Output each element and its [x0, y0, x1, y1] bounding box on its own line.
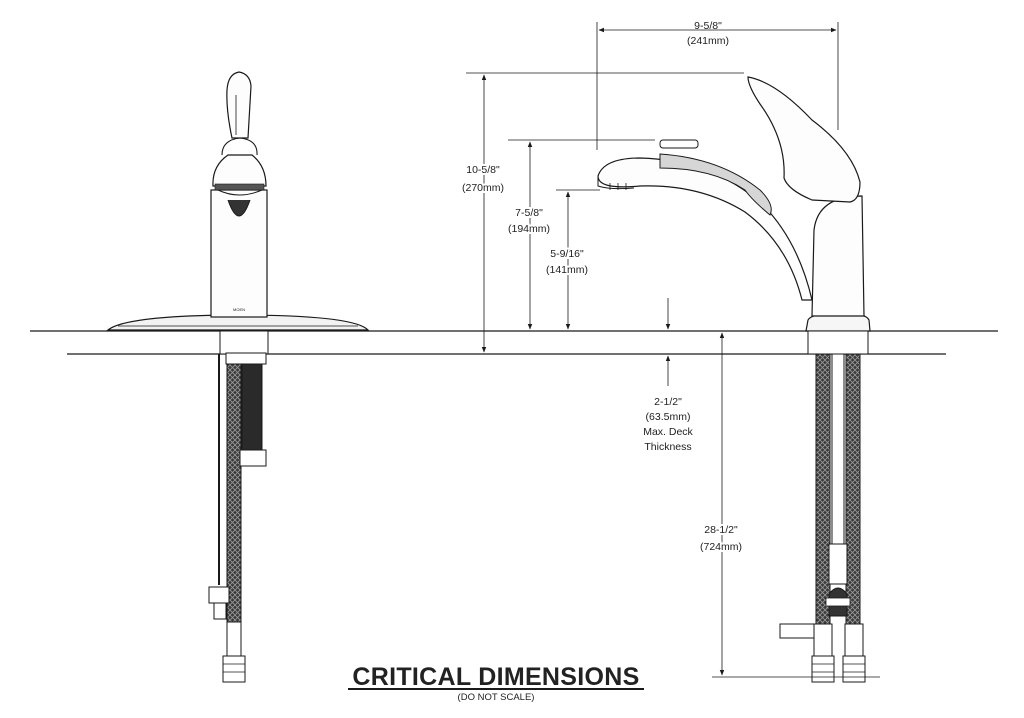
- dimension-labels: 9-5/8" (241mm) 10-5/8" (270mm) 7-5/8" (1…: [460, 20, 744, 555]
- deck-metric: (63.5mm): [646, 411, 691, 423]
- deck-imperial: 2-1/2": [654, 396, 682, 408]
- page-title: CRITICAL DIMENSIONS: [352, 663, 639, 691]
- brand-mark: MOEN: [233, 307, 245, 312]
- page-subtitle: (DO NOT SCALE): [458, 692, 535, 703]
- aerator-height-imperial: 5-9/16": [550, 248, 584, 260]
- spout-height-metric: (194mm): [508, 223, 550, 235]
- supply-metric: (724mm): [700, 541, 742, 553]
- faucet-front-view: MOEN: [106, 71, 370, 683]
- deck-note-line1: Max. Deck: [643, 426, 693, 438]
- reach-metric: (241mm): [687, 35, 729, 47]
- faucet-side-view: [597, 76, 871, 683]
- supply-imperial: 28-1/2": [704, 524, 738, 536]
- spout-height-imperial: 7-5/8": [515, 207, 543, 219]
- aerator-height-metric: (141mm): [546, 264, 588, 276]
- deck-note-line2: Thickness: [644, 441, 691, 453]
- dimension-lines: [466, 22, 880, 678]
- height-imperial: 10-5/8": [466, 164, 500, 176]
- height-metric: (270mm): [462, 182, 504, 194]
- title-block: CRITICAL DIMENSIONS (DO NOT SCALE): [348, 663, 644, 703]
- reach-imperial: 9-5/8": [694, 20, 722, 32]
